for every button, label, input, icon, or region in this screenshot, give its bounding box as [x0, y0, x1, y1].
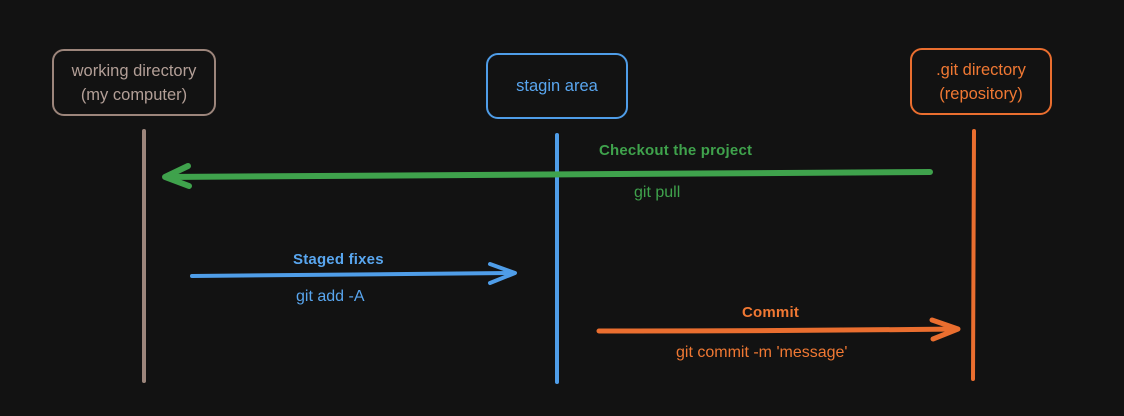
edge-staged-command: git add -A: [296, 288, 365, 305]
node-git-directory-line2: (repository): [939, 84, 1023, 103]
edge-commit-title: Commit: [742, 304, 800, 321]
node-git-directory-line1: .git directory: [936, 60, 1026, 79]
edge-checkout-command: git pull: [634, 184, 681, 201]
node-working-directory-line2: (my computer): [80, 85, 188, 104]
node-git-directory: .git directory (repository): [910, 48, 1052, 115]
arrow-commit: [596, 317, 961, 342]
edge-commit-command: git commit -m 'message': [676, 344, 848, 361]
node-staging-area-label: stagin area: [516, 77, 598, 95]
node-staging-area: stagin area: [486, 53, 628, 119]
edge-checkout-title: Checkout the project: [599, 142, 753, 159]
edge-staged-title: Staged fixes: [293, 251, 384, 268]
arrow-checkout: [162, 163, 933, 189]
node-working-directory-line1: working directory: [71, 61, 197, 80]
arrow-staged: [190, 262, 517, 285]
lifeline-git-directory: [971, 129, 976, 381]
node-working-directory: working directory (my computer): [52, 49, 216, 116]
